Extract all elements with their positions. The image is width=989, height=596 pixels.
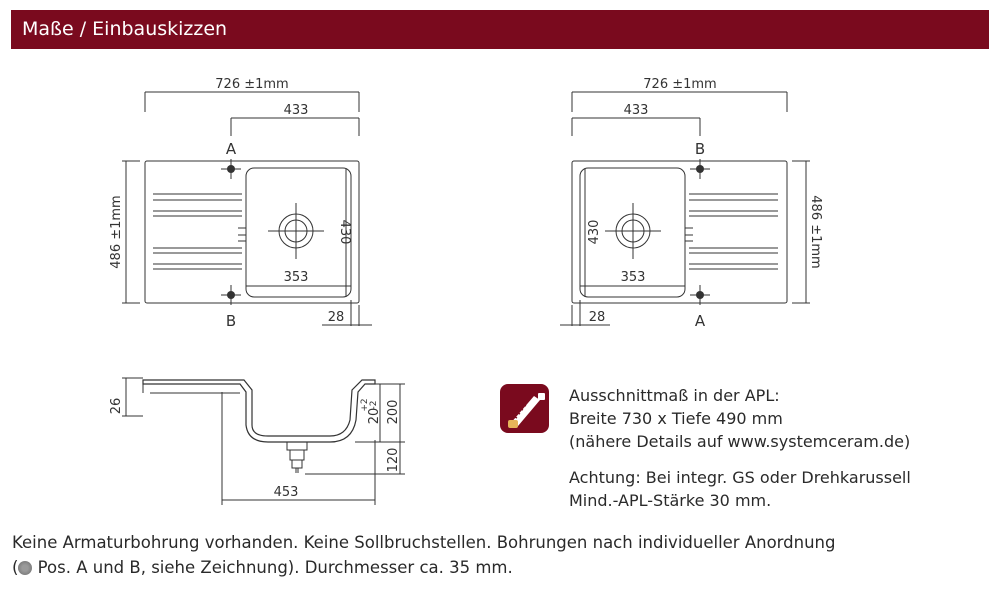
cutout-size: Breite 730 x Tiefe 490 mm — [569, 409, 783, 428]
right-offset-label: 433 — [624, 103, 649, 118]
section-rim-label: 26 — [109, 398, 124, 415]
footer-line2: ( Pos. A und B, siehe Zeichnung). Durchm… — [12, 555, 836, 580]
right-height-label: 486 ±1mm — [808, 195, 823, 268]
right-edge-label: 28 — [589, 310, 606, 325]
warning-info: Achtung: Bei integr. GS oder Drehkarusse… — [569, 466, 911, 512]
right-top-view — [560, 91, 810, 326]
section-tolerance-minus: -2 — [369, 401, 379, 410]
hole-b-left — [227, 291, 235, 299]
cutout-details: (nähere Details auf www.systemceram.de) — [569, 432, 911, 451]
left-bowl-height-label: 430 — [337, 220, 352, 245]
warning-line1: Achtung: Bei integr. GS oder Drehkarusse… — [569, 468, 911, 487]
left-edge-label: 28 — [328, 310, 345, 325]
hole-dot-icon — [18, 561, 33, 575]
left-height-label: 486 ±1mm — [109, 195, 124, 268]
right-hole-bottom-label: A — [695, 312, 706, 330]
left-offset-label: 433 — [284, 103, 309, 118]
cutout-info: Ausschnittmaß in der APL: Breite 730 x T… — [569, 384, 910, 453]
hole-a-right — [696, 291, 704, 299]
right-hole-top-label: B — [695, 140, 705, 158]
section-inner-depth-label: 20 — [367, 408, 382, 425]
footer-line1: Keine Armaturbohrung vorhanden. Keine So… — [12, 533, 836, 552]
cutout-title: Ausschnittmaß in der APL: — [569, 386, 780, 405]
section-tolerance-plus: +2 — [360, 398, 370, 411]
left-bowl-width-label: 353 — [284, 270, 309, 285]
saw-icon — [500, 384, 549, 433]
section-title: Maße / Einbauskizzen — [22, 18, 228, 40]
hole-b-right — [696, 165, 704, 173]
left-top-view — [122, 91, 372, 326]
section-drain-label: 120 — [386, 448, 401, 473]
section-view — [122, 377, 405, 505]
right-bowl-width-label: 353 — [621, 270, 646, 285]
left-hole-bottom-label: B — [226, 312, 236, 330]
right-bowl-height-label: 430 — [587, 220, 602, 245]
footer-paren: ( — [12, 558, 19, 577]
right-width-label: 726 ±1mm — [643, 77, 716, 92]
section-header: Maße / Einbauskizzen — [11, 10, 989, 49]
section-depth-label: 200 — [386, 400, 401, 425]
left-width-label: 726 ±1mm — [215, 77, 288, 92]
footer-line2-text: Pos. A und B, siehe Zeichnung). Durchmes… — [32, 558, 513, 577]
left-hole-top-label: A — [226, 140, 237, 158]
warning-line2: Mind.-APL-Stärke 30 mm. — [569, 491, 772, 510]
section-width-label: 453 — [274, 485, 299, 500]
hole-a-left — [227, 165, 235, 173]
footer-note: Keine Armaturbohrung vorhanden. Keine So… — [12, 530, 836, 580]
